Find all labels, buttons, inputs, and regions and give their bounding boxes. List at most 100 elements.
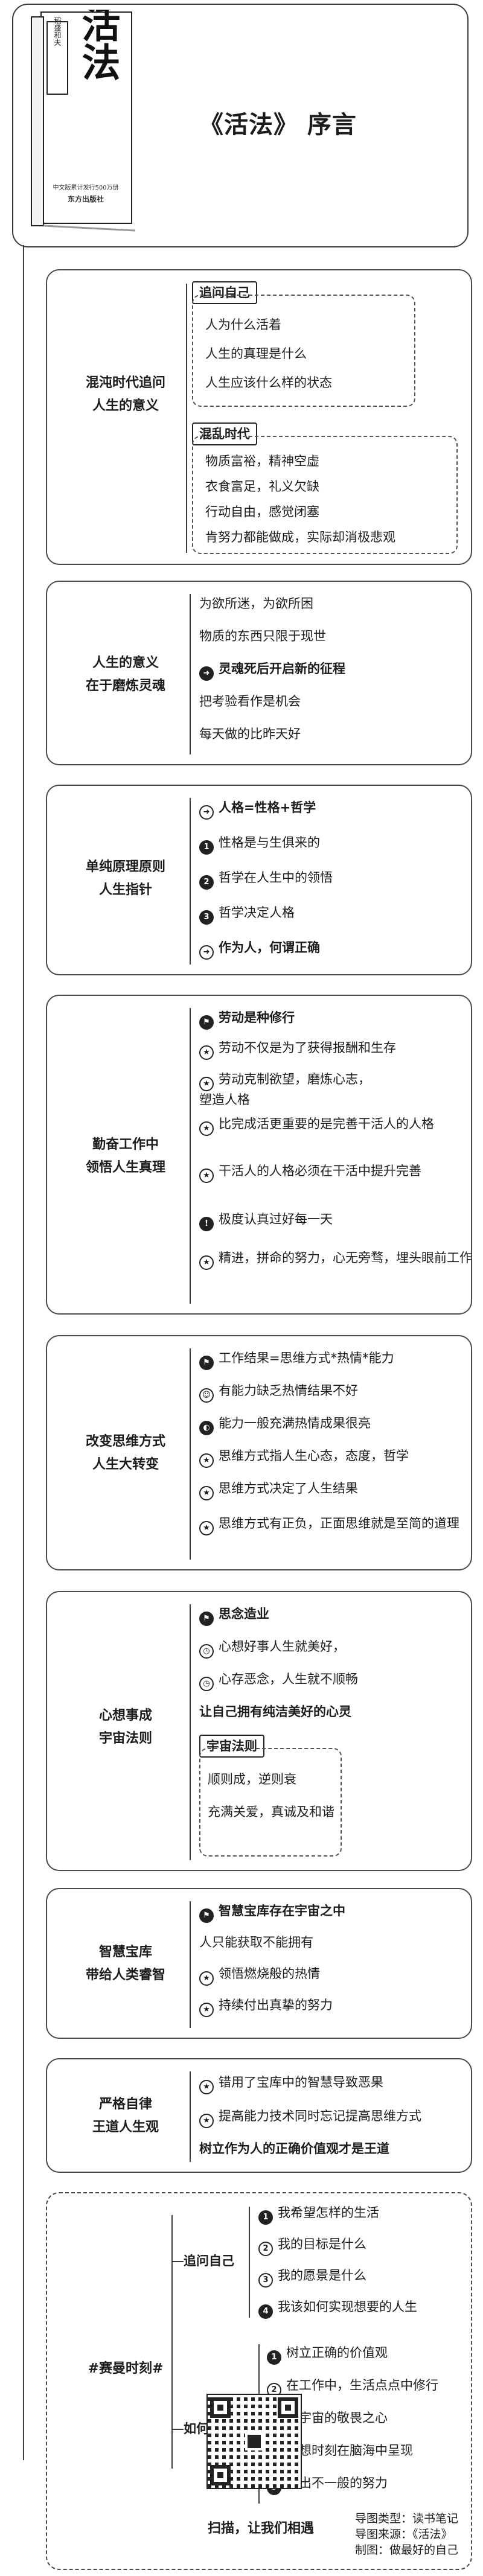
section-label: 人生的意义 在于磨炼灵魂 xyxy=(47,652,204,698)
list-item: ◐能力一般充满热情成果很亮 xyxy=(199,1415,471,1435)
arrow-icon: ➜ xyxy=(199,666,214,681)
list-item: 人只能获取不能拥有 xyxy=(199,1935,313,1950)
list-item: !极度认真过好每一天 xyxy=(199,1211,471,1231)
group-tag-混乱时代: 混乱时代 xyxy=(192,422,257,445)
list-item: 劳动不仅是为了获得报酬和生存 xyxy=(199,1039,471,1060)
star-icon xyxy=(199,1077,214,1091)
flag-icon: ⚑ xyxy=(199,1908,214,1923)
section-card-2: 人生的意义 在于磨炼灵魂 为欲所迷，为欲所困 物质的东西只限于现世 ➜灵魂死后开… xyxy=(46,581,472,765)
section-card-4: 勤奋工作中 领悟人生真理 ⚑劳动是种修行 劳动不仅是为了获得报酬和生存 劳动克制… xyxy=(46,995,472,1315)
section-label-line: 带给人类睿智 xyxy=(85,1968,165,1983)
flag-icon: ⚑ xyxy=(199,1015,214,1030)
section-label-line: 宇宙法则 xyxy=(98,1731,152,1746)
list-item: 持续付出真挚的努力 xyxy=(199,1997,471,2017)
section-label-line: 勤奋工作中 xyxy=(92,1137,159,1152)
group-box xyxy=(192,295,415,407)
section-label-line: 人生的意义 xyxy=(92,655,159,671)
section-label-line: 改变思维方式 xyxy=(85,1434,165,1449)
qr-code-image xyxy=(206,2394,302,2489)
number-2-icon: 2 xyxy=(258,2242,273,2256)
number-2-icon: 2 xyxy=(199,875,214,890)
face-icon: ☺ xyxy=(199,1388,214,1403)
list-item: 人为什么活着 xyxy=(205,317,281,332)
list-item: ⚑工作结果=思维方式*热情*能力 xyxy=(199,1350,471,1370)
number-3-icon: 3 xyxy=(199,910,214,925)
clock-icon: ◷ xyxy=(199,1644,214,1659)
book-publisher-text: 东方出版社 xyxy=(68,194,104,203)
list-item: 思维方式指人生心态，态度，哲学 xyxy=(199,1447,471,1468)
list-item: 精进，拼命的努力，心无旁骛，埋头眼前工作 xyxy=(199,1249,472,1270)
list-item: 提高能力技术同时忘记提高思维方式 xyxy=(199,2108,471,2128)
info-icon: ! xyxy=(199,1217,214,1231)
section-card-7: 智慧宝库 带给人类睿智 ⚑智慧宝库存在宇宙之中 人只能获取不能拥有 领悟燃烧般的… xyxy=(46,1888,472,2039)
section-card-5: 改变思维方式 人生大转变 ⚑工作结果=思维方式*热情*能力 ☺有能力缺乏热情结果… xyxy=(46,1335,472,1570)
list-item: 肯努力都能做成，实际却消极悲观 xyxy=(205,530,395,544)
section-label-line: 王道人生观 xyxy=(92,2120,159,2135)
section-label-line: 在于磨炼灵魂 xyxy=(85,678,165,693)
list-item: ➜灵魂死后开启新的征程 xyxy=(199,660,471,681)
section-card-8: 严格自律 王道人生观 错用了宝库中的智慧导致恶果 提高能力技术同时忘记提高思维方… xyxy=(46,2058,472,2173)
list-item: ➜人格=性格+哲学 xyxy=(199,799,471,820)
branch-line xyxy=(190,1901,191,2028)
list-item: 行动自由，感觉闭塞 xyxy=(205,505,319,519)
section-label: 心想事成 宇宙法则 xyxy=(47,1704,204,1750)
page-title: 《活法》 序言 xyxy=(199,111,357,139)
star-icon xyxy=(199,1045,214,1060)
mindmap-spine xyxy=(23,245,24,2460)
section-label-line: 人生大转变 xyxy=(92,1457,159,1472)
list-item: ◷心存恶念，人生就不顺畅 xyxy=(199,1671,471,1691)
number-1-icon: 1 xyxy=(267,2350,281,2365)
qr-caption: 扫描，让我们相遇 xyxy=(208,2521,315,2536)
branch-line xyxy=(171,2215,173,2469)
section-label-line: 人生指针 xyxy=(98,882,152,897)
list-item: ☺有能力缺乏热情结果不好 xyxy=(199,1382,471,1403)
section-label-line: 混沌时代追问 xyxy=(85,375,165,391)
list-item: 为欲所迷，为欲所困 xyxy=(199,596,313,611)
section-label-line: 心想事成 xyxy=(98,1708,152,1723)
qr-finder-pattern xyxy=(210,2397,231,2418)
section-label-line: 单纯原理原则 xyxy=(85,859,165,875)
list-item: ➜作为人，何谓正确 xyxy=(199,939,471,960)
star-icon xyxy=(199,2080,214,2094)
book-subtitle-text: 中文版累计发行500万册 xyxy=(53,183,118,191)
branch-line xyxy=(190,798,191,964)
star-icon xyxy=(199,2003,214,2017)
flag-icon: ⚑ xyxy=(199,1356,214,1370)
list-item: ⚑思念造业 xyxy=(199,1605,471,1626)
list-item: 让自己拥有纯洁美好的心灵 xyxy=(199,1704,351,1719)
qr-finder-pattern xyxy=(210,2465,231,2485)
section-label: 智慧宝库 带给人类睿智 xyxy=(47,1941,204,1987)
star-icon xyxy=(199,1255,214,1270)
number-1-icon: 1 xyxy=(199,840,214,855)
list-item: 思维方式决定了人生结果 xyxy=(199,1480,471,1500)
section-label-line: 人生的意义 xyxy=(92,398,159,413)
arrow-icon: ➜ xyxy=(199,805,214,820)
list-item: 树立作为人的正确价值观才是王道 xyxy=(199,2141,389,2156)
branch-line xyxy=(249,2207,250,2318)
book-series-text: 稻盛和夫 xyxy=(53,17,62,46)
section-label: #赛曼时刻# xyxy=(88,2361,164,2376)
list-item: ⚑劳动是种修行 xyxy=(199,1009,471,1030)
branch-line xyxy=(190,1348,191,1560)
group-tag-追问自己: 追问自己 xyxy=(192,281,257,304)
star-icon xyxy=(199,1168,214,1183)
list-item: 思维方式有正负，正面思维就是至简的道理 xyxy=(199,1515,471,1535)
meta-line: 导图类型：读书笔记 xyxy=(355,2512,459,2525)
branch-line xyxy=(190,594,191,754)
group-label-追问自己: 追问自己 xyxy=(184,2254,234,2268)
list-item: 衣食富足，礼义欠缺 xyxy=(205,479,319,494)
meta-line: 导图来源：《活法》 xyxy=(355,2528,453,2541)
group-tag-宇宙法则: 宇宙法则 xyxy=(199,1735,264,1758)
meta-line: 制图：做最好的自己 xyxy=(355,2543,459,2557)
star-icon xyxy=(199,1971,214,1986)
section-label: 严格自律 王道人生观 xyxy=(47,2093,204,2139)
branch-line xyxy=(186,284,187,553)
section-label-line: 智慧宝库 xyxy=(98,1945,152,1960)
list-item: ◷心想好事人生就美好， xyxy=(199,1638,471,1659)
